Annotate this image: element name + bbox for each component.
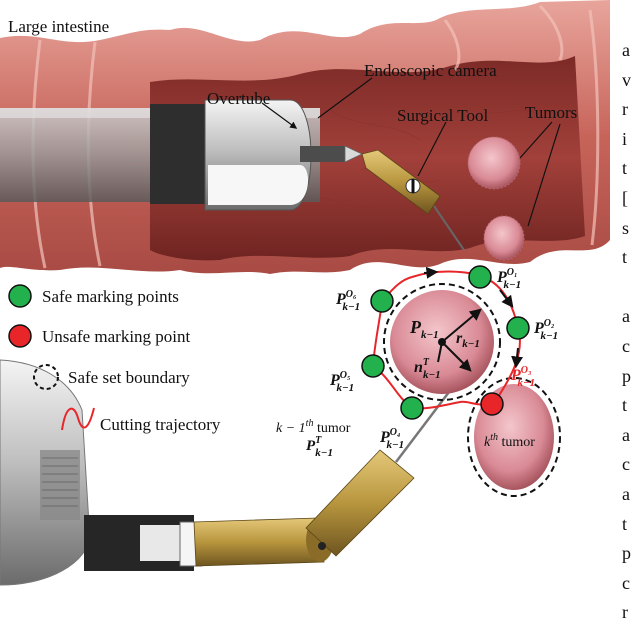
marking-point-o3: [480, 392, 504, 416]
tumor-schematic: [361, 265, 561, 497]
label-k-tumor: kth tumor: [484, 432, 535, 450]
cropped-text-char: a: [622, 40, 630, 60]
safe-set-boundary-k: [467, 377, 561, 497]
cropped-text-char: t: [622, 395, 628, 416]
cropped-text-char: i: [622, 128, 628, 149]
legend: Safe marking points Unsafe marking point…: [8, 284, 221, 434]
label-endoscopic-camera: Endoscopic camera: [364, 61, 497, 80]
cropped-text-char: a: [622, 424, 630, 445]
cropped-text-char: t: [622, 247, 628, 268]
label-tumors: Tumors: [525, 103, 577, 122]
cropped-text-char: s: [622, 217, 630, 238]
cropped-text-char: r: [622, 99, 628, 120]
label-radius: rk−1: [456, 330, 480, 350]
marking-points: [361, 265, 530, 420]
cropped-text-char: c: [622, 335, 630, 356]
label-overtube: Overtube: [207, 89, 270, 108]
endoscope-head: [150, 99, 363, 211]
legend-trajectory-marker: [61, 407, 95, 431]
safe-set-boundary: [383, 283, 501, 401]
cutting-trajectory: [371, 270, 521, 410]
cropped-text-char: [: [622, 187, 628, 208]
marking-point-o2: [506, 316, 530, 340]
large-surgical-tool: [193, 387, 453, 567]
label-p-center: Pk−1: [409, 317, 439, 341]
tumor-lower: [483, 215, 525, 261]
legend-boundary-marker: [33, 364, 59, 390]
marking-point-o4: [400, 396, 424, 420]
legend-safe-marker: [8, 284, 32, 308]
trajectory-arrows: [423, 266, 524, 369]
cropped-text-char: c: [622, 454, 630, 475]
tumor-center-point: [438, 338, 446, 346]
label-large-intestine: Large intestine: [8, 17, 109, 36]
legend-trajectory-label: Cutting trajectory: [100, 415, 221, 434]
cropped-text-char: t: [622, 158, 628, 179]
tumor-upper: [467, 136, 521, 190]
legend-unsafe-label: Unsafe marking point: [42, 327, 191, 346]
cropped-text-char: a: [622, 483, 630, 504]
legend-safe-label: Safe marking points: [42, 287, 179, 306]
marking-point-o1: [468, 265, 492, 289]
label-prev-tumor: k − 1th tumor: [276, 418, 351, 436]
label-surgical-tool: Surgical Tool: [397, 106, 488, 125]
endoscopic-surgery-diagram: Large intestine Endoscopic camera Overtu…: [0, 0, 610, 586]
marking-point-o6: [370, 289, 394, 313]
cropped-text-char: c: [622, 572, 630, 593]
cropped-text-char: [622, 273, 640, 303]
legend-unsafe-marker: [8, 324, 32, 348]
surgical-tool-small: [361, 149, 465, 251]
marking-point-o5: [361, 354, 385, 378]
large-endoscope: [0, 359, 211, 586]
cropped-text-char: v: [622, 69, 631, 90]
cropped-text-char: t: [622, 513, 628, 534]
legend-boundary-label: Safe set boundary: [68, 368, 190, 387]
cropped-text-char: p: [622, 543, 631, 564]
cropped-text-char: r: [622, 602, 628, 623]
callout-lines: [261, 77, 561, 227]
cropped-text-char: p: [622, 365, 631, 386]
cropped-text-char: a: [622, 306, 630, 327]
